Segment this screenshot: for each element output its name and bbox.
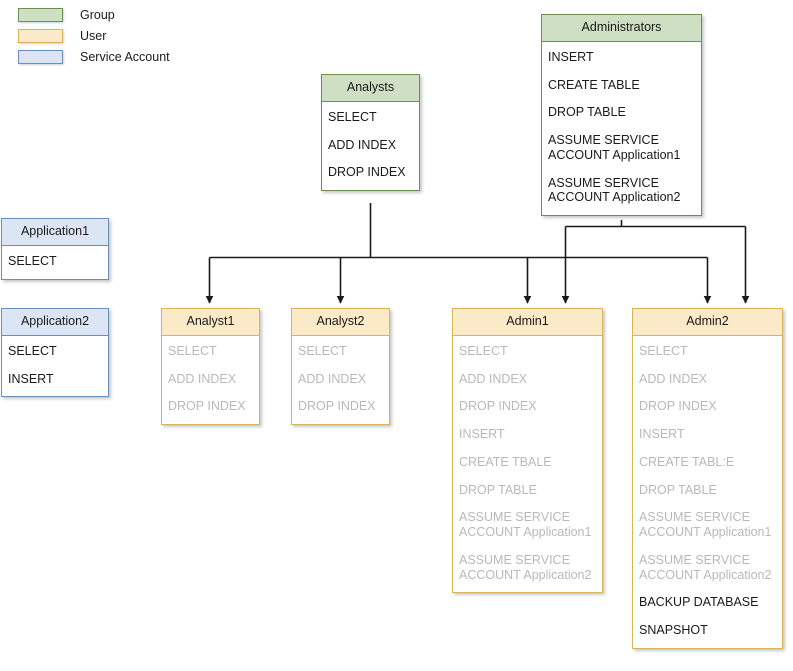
permission-item: SELECT <box>8 343 57 358</box>
node-application1-permissions: SELECT <box>2 246 108 279</box>
permission-item: SELECT <box>8 253 57 268</box>
permission-item: SELECT <box>168 343 217 358</box>
permission-item: DROP INDEX <box>639 399 717 414</box>
permission-item: ADD INDEX <box>328 137 397 152</box>
permission-item: INSERT <box>639 427 685 441</box>
permission-item: ASSUME SERVICE ACCOUNT Application1 <box>639 510 772 539</box>
legend-label-service-account: Service Account <box>80 50 170 64</box>
permission-item: ADD INDEX <box>298 371 367 386</box>
node-analyst1-permissions: SELECT ADD INDEX DROP INDEX <box>162 336 259 424</box>
permission-item: INSERT <box>548 49 594 64</box>
permission-item: DROP TABLE <box>548 105 626 120</box>
node-admin2-permissions: SELECT ADD INDEX DROP INDEX INSERT CREAT… <box>633 336 782 648</box>
permission-item: BACKUP DATABASE <box>639 595 759 610</box>
node-application1[interactable]: Application1 SELECT <box>1 218 109 280</box>
permission-item: SELECT <box>459 343 508 358</box>
node-admin1[interactable]: Admin1 SELECT ADD INDEX DROP INDEX INSER… <box>452 308 603 594</box>
permission-item: DROP TABLE <box>459 482 537 497</box>
node-application2-permissions: SELECT INSERT <box>2 336 108 397</box>
permission-item: DROP INDEX <box>298 399 376 414</box>
permission-item: SELECT <box>639 343 688 358</box>
permission-item: ADD INDEX <box>639 371 708 386</box>
node-admin1-permissions: SELECT ADD INDEX DROP INDEX INSERT CREAT… <box>453 336 602 593</box>
permission-item: DROP TABLE <box>639 482 717 497</box>
permission-item: ADD INDEX <box>459 371 528 386</box>
legend-label-user: User <box>80 29 107 43</box>
node-administrators-title: Administrators <box>542 15 701 42</box>
permission-item: SNAPSHOT <box>639 623 708 637</box>
node-administrators-permissions: INSERT CREATE TABLE DROP TABLE ASSUME SE… <box>542 42 701 215</box>
node-admin2-title: Admin2 <box>633 309 782 336</box>
permission-item: SELECT <box>328 109 377 124</box>
permission-item: CREATE TABL:E <box>639 454 735 469</box>
legend-swatch-service-account <box>18 50 63 64</box>
legend-item-user: User <box>18 27 170 45</box>
legend: Group User Service Account <box>18 6 170 69</box>
node-admin2[interactable]: Admin2 SELECT ADD INDEX DROP INDEX INSER… <box>632 308 783 649</box>
permission-item: CREATE TABLE <box>548 77 640 92</box>
node-analyst2-permissions: SELECT ADD INDEX DROP INDEX <box>292 336 389 424</box>
node-analyst1[interactable]: Analyst1 SELECT ADD INDEX DROP INDEX <box>161 308 260 425</box>
permission-item: INSERT <box>459 427 505 441</box>
permission-item: ASSUME SERVICE ACCOUNT Application2 <box>459 552 592 582</box>
node-admin1-title: Admin1 <box>453 309 602 336</box>
permission-item: ASSUME SERVICE ACCOUNT Application1 <box>459 510 592 539</box>
node-analysts[interactable]: Analysts SELECT ADD INDEX DROP INDEX <box>321 74 420 191</box>
permission-item: DROP INDEX <box>459 399 537 414</box>
node-application2-title: Application2 <box>2 309 108 336</box>
permission-item: DROP INDEX <box>328 165 406 180</box>
legend-item-service-account: Service Account <box>18 48 170 66</box>
permission-item: DROP INDEX <box>168 399 246 414</box>
permission-item: INSERT <box>8 371 54 386</box>
permission-item: ASSUME SERVICE ACCOUNT Application2 <box>548 175 681 205</box>
node-application1-title: Application1 <box>2 219 108 246</box>
legend-swatch-user <box>18 29 63 43</box>
permission-item: CREATE TBALE <box>459 454 552 469</box>
node-application2[interactable]: Application2 SELECT INSERT <box>1 308 109 398</box>
node-analyst2-title: Analyst2 <box>292 309 389 336</box>
node-analysts-permissions: SELECT ADD INDEX DROP INDEX <box>322 102 419 190</box>
permission-item: ADD INDEX <box>168 371 237 386</box>
permission-item: SELECT <box>298 343 347 358</box>
node-analyst1-title: Analyst1 <box>162 309 259 336</box>
permission-item: ASSUME SERVICE ACCOUNT Application1 <box>548 133 681 162</box>
legend-swatch-group <box>18 8 63 22</box>
node-analysts-title: Analysts <box>322 75 419 102</box>
legend-label-group: Group <box>80 8 115 22</box>
legend-item-group: Group <box>18 6 170 24</box>
node-administrators[interactable]: Administrators INSERT CREATE TABLE DROP … <box>541 14 702 216</box>
node-analyst2[interactable]: Analyst2 SELECT ADD INDEX DROP INDEX <box>291 308 390 425</box>
permission-item: ASSUME SERVICE ACCOUNT Application2 <box>639 552 772 582</box>
